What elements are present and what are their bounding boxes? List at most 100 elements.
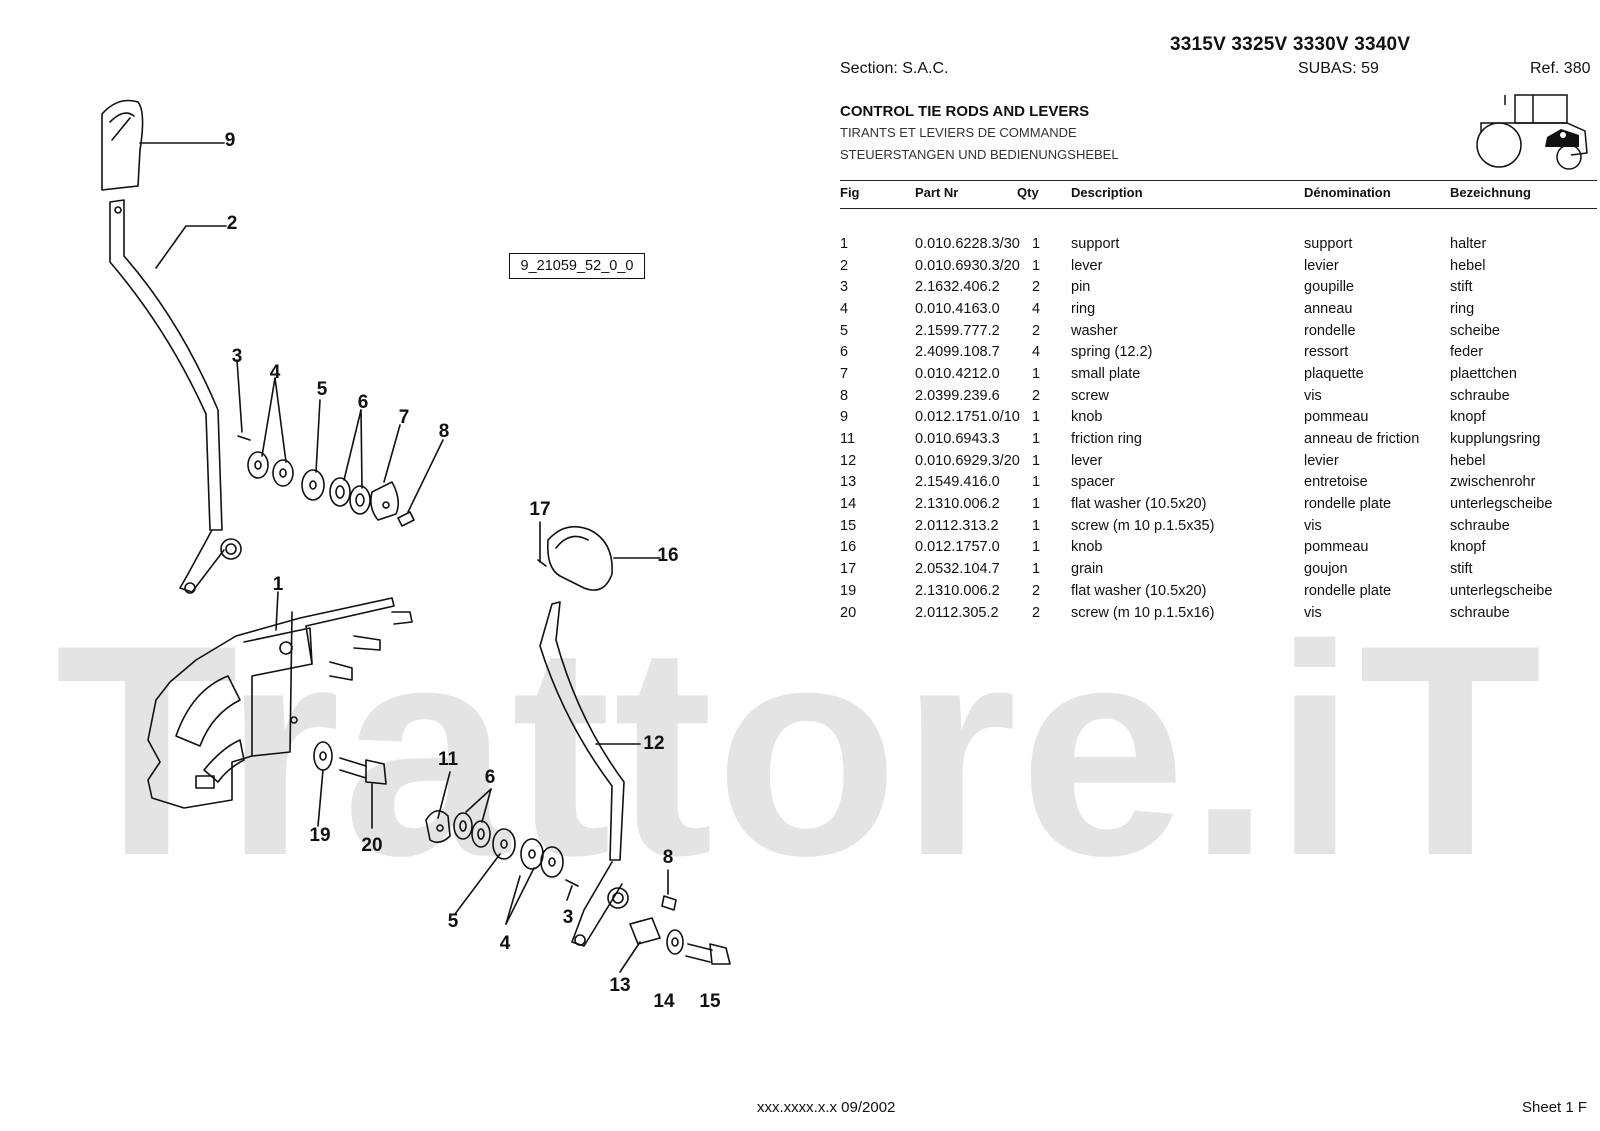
cell-qty: 1	[1032, 452, 1041, 469]
cell-fig: 2	[840, 257, 849, 274]
cell-part-nr: 2.1549.416.0	[915, 474, 1000, 491]
table-top-rule	[840, 180, 1597, 181]
cell-denomination: goupille	[1304, 279, 1354, 296]
cell-qty: 1	[1032, 474, 1041, 491]
callout-1: 1	[272, 574, 284, 595]
cell-fig: 6	[840, 344, 849, 361]
cell-qty: 2	[1032, 322, 1041, 339]
cell-part-nr: 0.010.6228.3/30	[915, 235, 1020, 252]
cell-description: knob	[1071, 539, 1103, 556]
cell-bezeichnung: stift	[1450, 561, 1473, 578]
cell-bezeichnung: schraube	[1450, 387, 1510, 404]
cell-bezeichnung: halter	[1450, 235, 1487, 252]
cell-description: grain	[1071, 561, 1104, 578]
cell-denomination: anneau	[1304, 300, 1353, 317]
cell-denomination: ressort	[1304, 344, 1349, 361]
callout-19: 19	[309, 825, 331, 846]
cell-denomination: vis	[1304, 387, 1322, 404]
col-header-part: Part Nr	[915, 185, 959, 200]
cell-denomination: rondelle	[1304, 322, 1356, 339]
callout-4: 4	[269, 362, 281, 383]
watermark: Trattore.iT	[55, 582, 1544, 918]
cell-qty: 1	[1032, 365, 1041, 382]
cell-part-nr: 0.010.6943.3	[915, 431, 1000, 448]
cell-fig: 4	[840, 300, 849, 317]
callout-7: 7	[398, 407, 410, 428]
callout-16: 16	[657, 545, 679, 566]
cell-denomination: pommeau	[1304, 409, 1369, 426]
cell-part-nr: 0.010.4163.0	[915, 300, 1000, 317]
cell-part-nr: 2.0532.104.7	[915, 561, 1000, 578]
cell-denomination: vis	[1304, 604, 1322, 621]
cell-description: screw (m 10 p.1.5x16)	[1071, 604, 1215, 621]
cell-part-nr: 0.010.6929.3/20	[915, 452, 1020, 469]
cell-part-nr: 2.1632.406.2	[915, 279, 1000, 296]
cell-denomination: entretoise	[1304, 474, 1368, 491]
cell-fig: 8	[840, 387, 849, 404]
cell-bezeichnung: hebel	[1450, 257, 1486, 274]
subas-label: SUBAS: 59	[1298, 60, 1379, 77]
cell-part-nr: 2.1310.006.2	[915, 582, 1000, 599]
section-label: Section: S.A.C.	[840, 60, 949, 77]
cell-description: flat washer (10.5x20)	[1071, 582, 1207, 599]
cell-description: knob	[1071, 409, 1103, 426]
callout-2: 2	[226, 213, 238, 234]
callout-8: 8	[438, 421, 450, 442]
cell-description: washer	[1071, 322, 1118, 339]
cell-description: pin	[1071, 279, 1091, 296]
cell-bezeichnung: hebel	[1450, 452, 1486, 469]
tractor-silhouette-icon	[1476, 94, 1588, 170]
cell-denomination: plaquette	[1304, 365, 1364, 382]
cell-description: lever	[1071, 257, 1103, 274]
callout-3: 3	[231, 346, 243, 367]
callout-11: 11	[437, 749, 459, 770]
page-title-fr: TIRANTS ET LEVIERS DE COMMANDE	[840, 125, 1077, 140]
model-list: 3315V 3325V 3330V 3340V	[1170, 34, 1411, 55]
cell-fig: 20	[840, 604, 857, 621]
cell-denomination: levier	[1304, 257, 1339, 274]
cell-denomination: vis	[1304, 517, 1322, 534]
cell-bezeichnung: plaettchen	[1450, 365, 1517, 382]
cell-part-nr: 2.0399.239.6	[915, 387, 1000, 404]
cell-description: spacer	[1071, 474, 1115, 491]
cell-qty: 2	[1032, 582, 1041, 599]
cell-description: flat washer (10.5x20)	[1071, 496, 1207, 513]
col-header-denomination: Dénomination	[1304, 185, 1391, 200]
cell-bezeichnung: ring	[1450, 300, 1475, 317]
page-title: CONTROL TIE RODS AND LEVERS	[840, 103, 1090, 120]
callout-4-lower: 4	[499, 933, 511, 954]
callout-13: 13	[609, 975, 631, 996]
cell-qty: 1	[1032, 409, 1041, 426]
cell-bezeichnung: schraube	[1450, 604, 1510, 621]
cell-description: spring (12.2)	[1071, 344, 1153, 361]
cell-part-nr: 2.0112.313.2	[915, 517, 999, 534]
callout-17: 17	[529, 499, 551, 520]
cell-fig: 19	[840, 582, 857, 599]
cell-denomination: support	[1304, 235, 1353, 252]
cell-part-nr: 0.010.4212.0	[915, 365, 1000, 382]
cell-qty: 2	[1032, 387, 1041, 404]
cell-bezeichnung: unterlegscheibe	[1450, 582, 1553, 599]
callout-20: 20	[361, 835, 383, 856]
cell-part-nr: 2.0112.305.2	[915, 604, 999, 621]
cell-qty: 1	[1032, 431, 1041, 448]
cell-denomination: goujon	[1304, 561, 1348, 578]
cell-fig: 16	[840, 539, 857, 556]
cell-fig: 14	[840, 496, 857, 513]
cell-part-nr: 0.010.6930.3/20	[915, 257, 1020, 274]
footer-sheet: Sheet 1 F	[1522, 1099, 1588, 1116]
